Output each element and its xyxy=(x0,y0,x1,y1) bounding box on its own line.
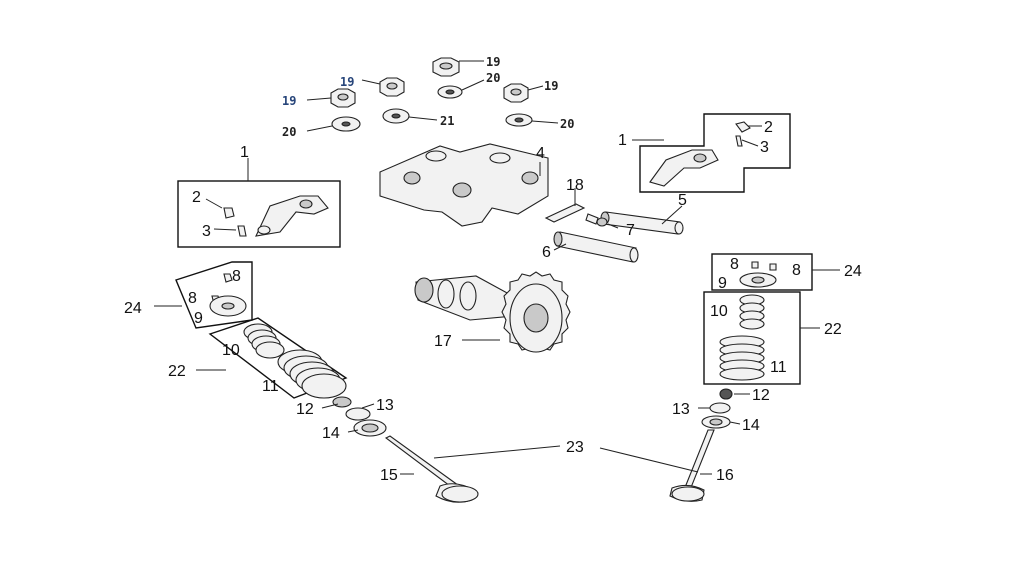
label-1-right: 1 xyxy=(618,132,627,149)
label-15: 15 xyxy=(380,467,398,484)
valve-intake xyxy=(384,435,479,503)
label-22-right: 22 xyxy=(824,321,842,338)
label-11-left: 11 xyxy=(262,378,279,395)
label-20-b: 20 xyxy=(282,125,296,139)
label-8-right-a: 8 xyxy=(730,256,739,273)
label-20-c: 20 xyxy=(560,117,574,131)
nut-right xyxy=(503,83,529,103)
label-3-left: 3 xyxy=(202,223,211,240)
rocker-arm-left-group xyxy=(177,158,341,248)
plate-part-18 xyxy=(544,188,586,223)
spring-inner-left xyxy=(243,323,285,359)
label-14-right: 14 xyxy=(742,417,760,434)
label-5: 5 xyxy=(678,192,687,209)
label-6: 6 xyxy=(542,244,551,261)
spring-outer-left xyxy=(277,349,347,399)
label-13-right: 13 xyxy=(672,401,690,418)
label-12-right: 12 xyxy=(752,387,770,404)
label-21: 21 xyxy=(440,114,454,128)
washer-right xyxy=(505,113,533,127)
label-17: 17 xyxy=(434,333,452,350)
spring-inner-right xyxy=(739,294,765,330)
label-11-right: 11 xyxy=(770,359,787,376)
label-24-left: 24 xyxy=(124,300,142,317)
left-valve-group xyxy=(154,261,387,437)
label-8-left-a: 8 xyxy=(232,268,241,285)
spring-outer-right xyxy=(719,335,765,381)
label-16: 16 xyxy=(716,467,734,484)
right-valve-group xyxy=(698,253,840,429)
nut-left-mid xyxy=(330,88,356,108)
part-labels: 1 2 3 1 2 3 4 5 6 7 18 8 8 9 24 22 10 11… xyxy=(124,55,862,484)
label-13-left: 13 xyxy=(376,397,394,414)
label-20-a: 20 xyxy=(486,71,500,85)
label-19-d: 19 xyxy=(544,79,558,93)
washer-center xyxy=(437,85,463,99)
nut-left-upper xyxy=(379,77,405,97)
label-12-left: 12 xyxy=(296,401,314,418)
label-4: 4 xyxy=(536,145,545,162)
label-10-right: 10 xyxy=(710,303,728,320)
label-18: 18 xyxy=(566,177,584,194)
washer-left xyxy=(331,116,361,132)
rocker-shaft-upper xyxy=(600,205,684,235)
label-8-right-b: 8 xyxy=(792,262,801,279)
rocker-shaft-lower xyxy=(553,231,639,263)
valve-exhaust xyxy=(669,429,715,502)
label-9-left: 9 xyxy=(194,310,203,327)
label-1-left: 1 xyxy=(240,144,249,161)
label-14-left: 14 xyxy=(322,425,340,442)
washer-mid xyxy=(382,108,410,124)
label-23: 23 xyxy=(566,439,584,456)
label-19-a: 19 xyxy=(486,55,500,69)
label-3-right: 3 xyxy=(760,139,769,156)
rocker-holder xyxy=(379,143,549,227)
label-9-right: 9 xyxy=(718,275,727,292)
label-19-b: 19 xyxy=(340,75,354,89)
leader-23 xyxy=(433,445,699,473)
nut-top xyxy=(432,57,460,77)
label-22-left: 22 xyxy=(168,363,186,380)
label-2-right: 2 xyxy=(764,119,773,136)
rocker-arm-right-group xyxy=(632,113,791,193)
label-7: 7 xyxy=(626,222,635,239)
bolt-part-7 xyxy=(585,213,619,229)
label-19-c: 19 xyxy=(282,94,296,108)
label-24-right: 24 xyxy=(844,263,862,280)
camshaft-sprocket xyxy=(414,271,571,353)
nut-cluster xyxy=(306,57,559,132)
label-8-left-b: 8 xyxy=(188,290,197,307)
label-2-left: 2 xyxy=(192,189,201,206)
label-10-left: 10 xyxy=(222,342,240,359)
